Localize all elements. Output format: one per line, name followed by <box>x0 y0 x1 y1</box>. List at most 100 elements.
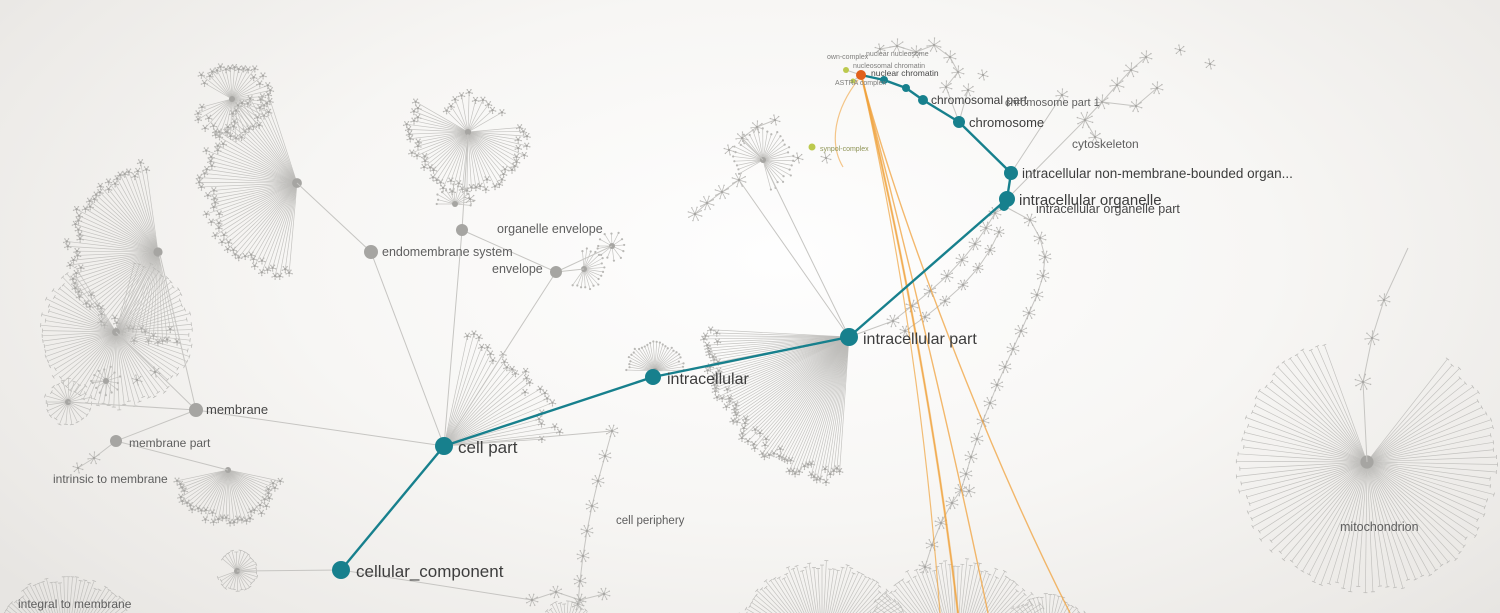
fan-cluster <box>738 560 905 613</box>
asterisk-node <box>71 220 80 229</box>
node-label[interactable]: intracellular part <box>863 331 977 348</box>
asterisk-node <box>525 379 534 387</box>
highlight-node[interactable] <box>953 116 965 128</box>
highlight-node[interactable] <box>332 561 350 579</box>
asterisk-node <box>281 265 290 274</box>
graph-edge <box>296 182 372 253</box>
asterisk-node <box>486 350 495 358</box>
asterisk-node <box>243 100 252 108</box>
asterisk-node <box>447 102 455 111</box>
graph-node[interactable] <box>550 266 562 278</box>
asterisk-node <box>512 153 521 161</box>
asterisk-node <box>81 205 90 213</box>
asterisk-node <box>1150 81 1164 95</box>
asterisk-node <box>124 168 133 176</box>
node-label[interactable]: chromosome <box>969 115 1044 130</box>
annotation-node[interactable] <box>808 143 816 151</box>
graph-node[interactable] <box>110 435 122 447</box>
asterisk-node <box>483 176 491 184</box>
asterisk-node <box>535 415 543 423</box>
fan-center-node[interactable] <box>103 378 109 384</box>
term-label: organelle envelope <box>497 222 603 236</box>
highlight-node[interactable] <box>1004 166 1018 180</box>
asterisk-node <box>447 177 455 185</box>
asterisk-node <box>713 394 721 402</box>
asterisk-node <box>983 396 997 410</box>
node-label[interactable]: cell part <box>458 438 518 457</box>
asterisk-node <box>268 264 277 272</box>
node-label[interactable]: intracellular organelle <box>1019 192 1162 209</box>
asterisk-node <box>216 63 225 71</box>
highlight-node[interactable] <box>645 369 661 385</box>
asterisk-node <box>215 224 223 232</box>
graph-edge <box>443 271 557 447</box>
node-label[interactable]: cellular_component <box>356 562 504 581</box>
graph-edge <box>1084 101 1103 121</box>
node-label[interactable]: intracellular <box>667 371 749 388</box>
fan-cluster <box>3 576 128 613</box>
highlight-node[interactable] <box>918 95 928 105</box>
fan-center-node[interactable] <box>229 96 235 102</box>
asterisk-node <box>977 69 989 81</box>
term-label: cell periphery <box>616 515 685 527</box>
asterisk-node <box>194 116 202 124</box>
graph-edge <box>555 245 613 273</box>
selected-node[interactable] <box>856 70 866 80</box>
asterisk-node <box>194 110 202 118</box>
asterisk-scatter <box>72 37 1391 498</box>
asterisk-node <box>703 341 712 349</box>
asterisk-node <box>262 502 271 510</box>
graph-node[interactable] <box>364 245 378 259</box>
graph-edge <box>115 440 229 471</box>
asterisk-node <box>420 163 428 171</box>
asterisk-node <box>74 217 83 225</box>
asterisk-node <box>111 314 119 322</box>
highlight-node[interactable] <box>880 76 888 84</box>
node-label[interactable]: intracellular non-membrane-bounded organ… <box>1022 166 1293 181</box>
asterisk-node <box>208 509 217 517</box>
asterisk-node <box>208 68 217 76</box>
annotation-node[interactable] <box>850 78 856 84</box>
highlight-node[interactable] <box>999 201 1009 211</box>
asterisk-node <box>183 499 191 507</box>
asterisk-node <box>210 195 219 203</box>
asterisk-node <box>195 179 203 187</box>
asterisk-node <box>1354 373 1372 391</box>
graph-node[interactable] <box>456 224 468 236</box>
node-label[interactable]: chromosomal part <box>931 93 1028 107</box>
fan-center-node[interactable] <box>465 129 471 135</box>
asterisk-node <box>926 37 942 53</box>
highlight-node[interactable] <box>435 437 453 455</box>
asterisk-node <box>576 549 590 563</box>
gray-edges <box>67 44 1409 601</box>
asterisk-node <box>1036 269 1050 283</box>
asterisk-node <box>260 496 269 504</box>
asterisk-node <box>899 325 911 337</box>
fan-center-node[interactable] <box>452 201 458 207</box>
fan-center-node[interactable] <box>153 247 163 257</box>
asterisk-node <box>177 493 185 501</box>
asterisk-node <box>116 171 124 179</box>
asterisk-node <box>511 370 520 378</box>
asterisk-node <box>731 172 747 188</box>
graph-edge <box>945 71 959 88</box>
asterisk-node <box>149 366 161 378</box>
highlight-edge <box>443 375 654 448</box>
asterisk-node <box>939 80 953 94</box>
asterisk-node <box>750 440 758 449</box>
asterisk-node <box>195 174 204 182</box>
asterisk-node <box>257 509 266 517</box>
asterisk-node <box>197 183 206 191</box>
annotation-node[interactable] <box>843 67 849 73</box>
graph-edge <box>195 409 445 447</box>
highlight-node[interactable] <box>902 84 910 92</box>
asterisk-node <box>471 96 480 105</box>
tiny-term-label: nuclear nucleosome <box>866 51 929 58</box>
graph-node[interactable] <box>189 403 203 417</box>
asterisk-node <box>73 247 81 256</box>
asterisk-node <box>722 403 731 411</box>
highlight-node[interactable] <box>840 328 858 346</box>
asterisk-node <box>750 120 764 134</box>
asterisk-node <box>208 162 216 170</box>
